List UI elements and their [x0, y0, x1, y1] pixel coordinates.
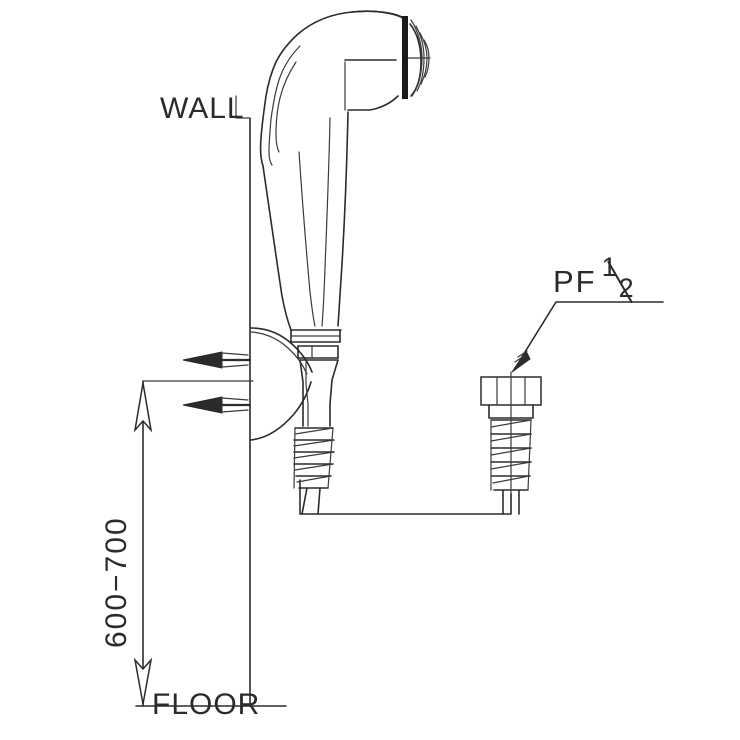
- right-hose-fitting: [480, 371, 542, 515]
- dimension-label-600-700: 600−700: [100, 516, 133, 648]
- handle-collar-bands: [289, 329, 342, 359]
- dimension-line-600-700: [133, 380, 254, 707]
- wall-leader-line: [235, 95, 250, 119]
- floor-label: FLOOR: [152, 688, 261, 721]
- thread-fraction-denominator: 2: [618, 273, 636, 303]
- inlet-arrow-lower: [182, 396, 252, 414]
- handle-body: [262, 111, 349, 331]
- thread-spec-prefix: PF: [553, 264, 597, 299]
- left-hose-coil: [293, 427, 335, 515]
- spray-head-outline: [259, 10, 422, 167]
- thread-fraction-numerator: 1: [602, 254, 619, 281]
- thread-fraction: 1 2: [600, 254, 642, 304]
- left-hose-fitting: [293, 359, 339, 515]
- wall-label: WALL: [160, 92, 245, 125]
- hose-connector-line: [299, 479, 512, 515]
- inlet-arrow-upper: [182, 351, 252, 369]
- nozzle-face: [402, 16, 431, 99]
- thread-leader-line: [511, 301, 664, 373]
- thread-spec-label: PF 1 2: [553, 254, 642, 304]
- wall-bracket: [250, 327, 313, 441]
